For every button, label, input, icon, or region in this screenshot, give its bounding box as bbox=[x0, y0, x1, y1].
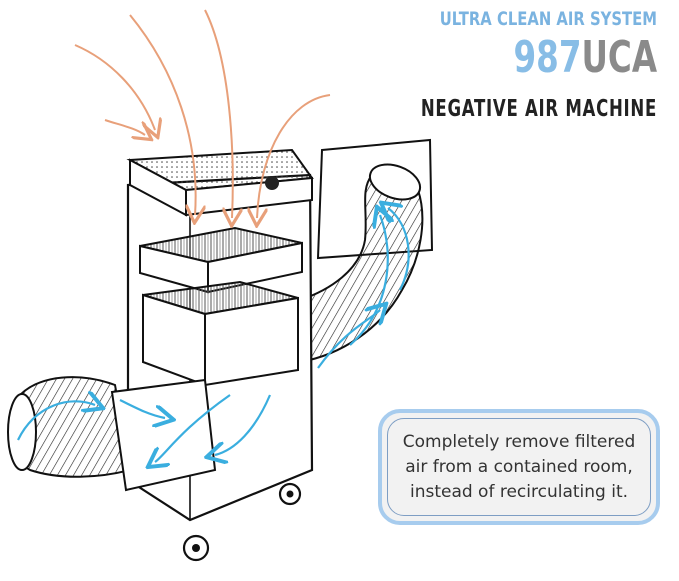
exhaust-air-arrows bbox=[17, 208, 410, 462]
callout-line: Completely remove filtered bbox=[402, 431, 636, 452]
callout-inner-border bbox=[387, 418, 651, 516]
callout-text: Completely remove filtered air from a co… bbox=[397, 430, 642, 505]
benefit-callout: Completely remove filtered air from a co… bbox=[378, 409, 660, 525]
model-suffix: UCA bbox=[581, 32, 657, 83]
model-name: 987UCA bbox=[414, 34, 657, 82]
callout-line: air from a contained room, bbox=[405, 456, 633, 477]
callout-line: instead of recirculating it. bbox=[409, 481, 629, 502]
cabinet-knob bbox=[265, 176, 279, 190]
product-heading: ULTRA CLEAN AIR SYSTEM 987UCA NEGATIVE A… bbox=[329, 8, 657, 122]
model-number: 987 bbox=[513, 32, 582, 83]
product-tagline: ULTRA CLEAN AIR SYSTEM bbox=[439, 8, 657, 30]
intake-air-arrows bbox=[74, 9, 331, 218]
machine-cabinet bbox=[110, 148, 314, 562]
product-subtitle: NEGATIVE AIR MACHINE bbox=[420, 96, 657, 122]
